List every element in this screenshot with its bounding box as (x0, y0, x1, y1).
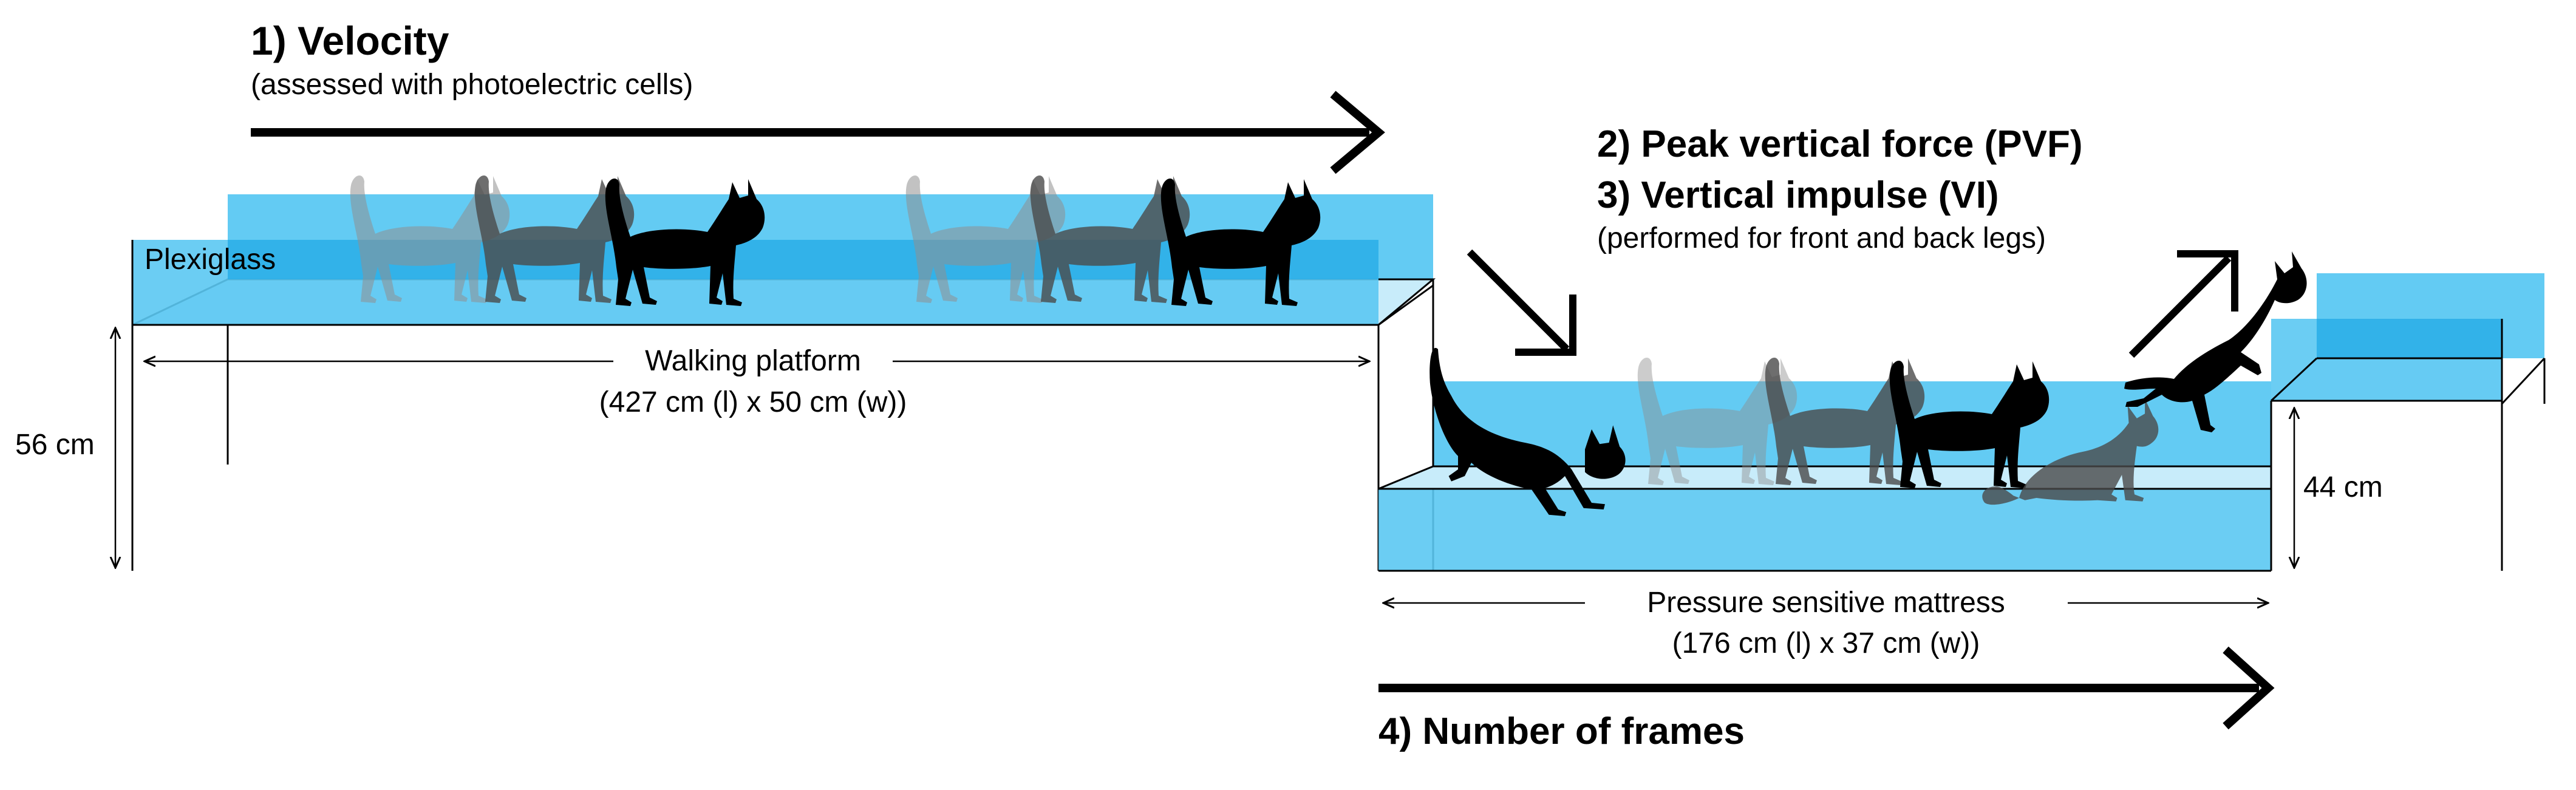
velocity-arrow-icon (251, 90, 1385, 174)
frames-title: 4) Number of frames (1378, 710, 1745, 752)
plexiglass-label: Plexiglass (145, 243, 276, 276)
vi-title: 3) Vertical impulse (VI) (1597, 174, 1999, 216)
velocity-title: 1) Velocity (251, 18, 449, 63)
dimension-lines (115, 328, 2294, 603)
pvf-title: 2) Peak vertical force (PVF) (1597, 123, 2082, 165)
height-left-label: 56 cm (15, 429, 95, 461)
velocity-subtitle: (assessed with photoelectric cells) (251, 69, 693, 101)
platform-name: Walking platform (645, 345, 861, 377)
height-right-label: 44 cm (2303, 471, 2383, 503)
force-subtitle: (performed for front and back legs) (1597, 222, 2046, 254)
mattress-dimensions: (176 cm (l) x 37 cm (w)) (1672, 627, 1980, 659)
platform-dimensions: (427 cm (l) x 50 cm (w)) (599, 386, 907, 418)
exit-platform (2270, 273, 2546, 571)
mattress-front-wall (1378, 489, 2271, 571)
measurement-arrows (251, 90, 2275, 730)
frames-arrow-icon (1378, 646, 2275, 730)
exit-overlap (2317, 319, 2502, 358)
mattress-name: Pressure sensitive mattress (1647, 587, 2005, 619)
exit-arrow-icon (2128, 250, 2238, 358)
landing-arrow-icon (1467, 249, 1576, 356)
